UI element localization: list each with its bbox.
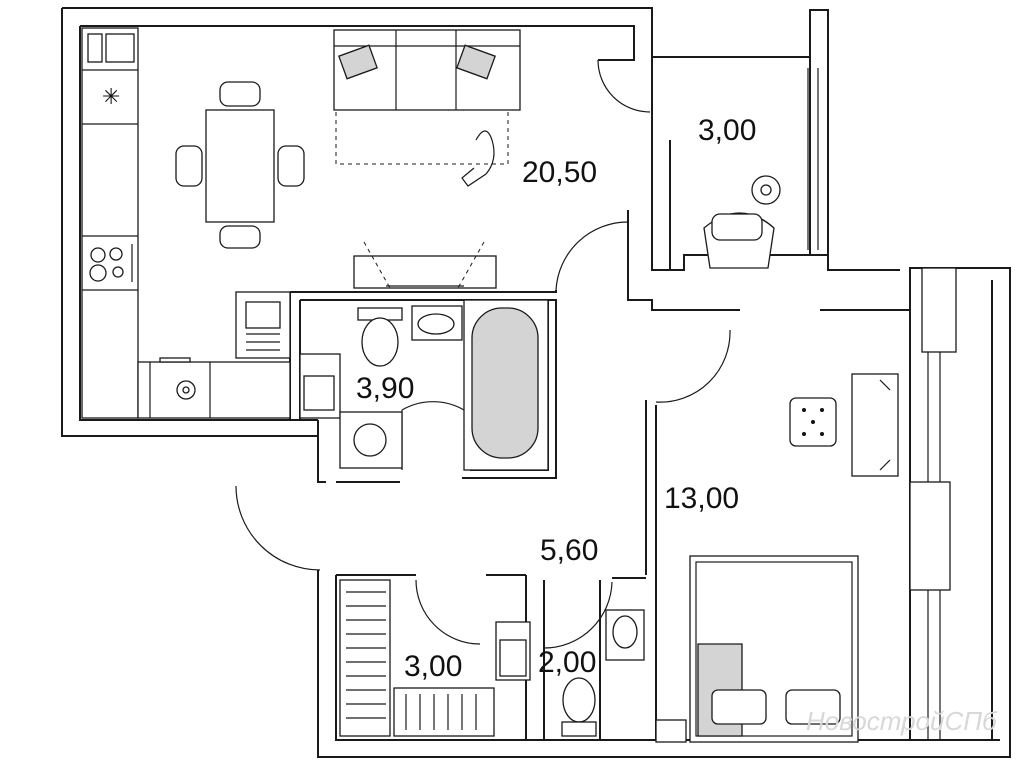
room-area-bedroom: 13,00 [664,482,739,515]
bathroom-fixtures [299,299,549,471]
tv-stand [353,241,497,289]
balcony-furniture [703,175,781,269]
room-area-hallway: 5,60 [540,534,598,567]
watermark: НовостройСПб [806,706,998,736]
room-labels: 20,50 3,00 3,90 5,60 13,00 3,00 2,00 [356,114,756,683]
windows [655,68,957,743]
storage-shelves [339,579,531,737]
dining-table [175,81,305,249]
room-area-toilet: 2,00 [538,646,596,679]
outer-walls [61,7,1011,758]
room-area-bathroom: 3,90 [356,372,414,405]
stove [89,244,133,282]
room-area-living: 20,50 [522,156,597,189]
snowflake-icon: ✳ [102,84,120,109]
bedroom-furniture [689,373,899,743]
kitchen: ✳ [81,27,291,419]
sofa [333,29,521,187]
room-area-storage: 3,00 [404,650,462,683]
room-area-balcony: 3,00 [698,114,756,147]
toilet-fixtures [561,609,645,737]
